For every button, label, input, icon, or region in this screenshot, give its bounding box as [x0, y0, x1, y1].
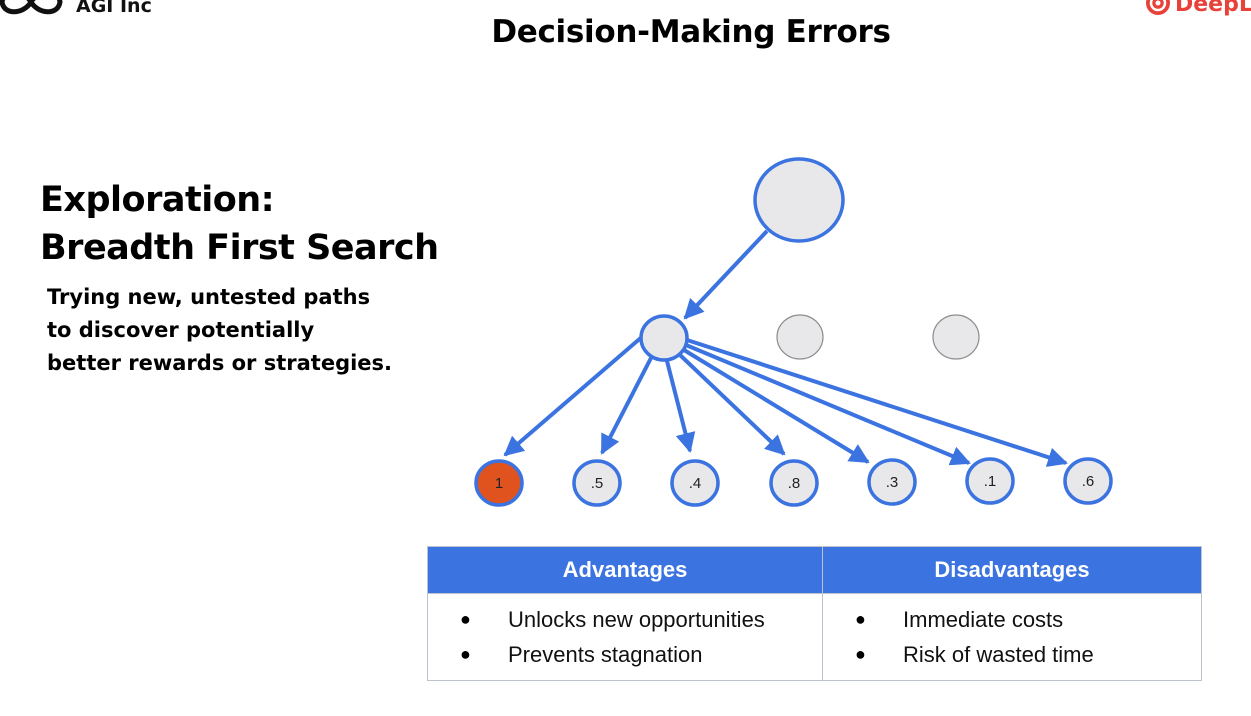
leaf-label-4: .8 — [788, 475, 801, 492]
deeplearning-icon — [1146, 0, 1170, 15]
infinity-icon — [0, 0, 63, 15]
leaf-node-6: .1 — [965, 457, 1015, 505]
list-item: ● Immediate costs — [823, 602, 1201, 637]
bullet-icon: ● — [855, 609, 866, 629]
list-item: ● Risk of wasted time — [823, 637, 1201, 672]
leaf-node-3: .4 — [670, 459, 720, 507]
slide-title: Decision-Making Errors — [491, 14, 891, 50]
agi-inc-wordmark: AGI Inc — [76, 0, 152, 17]
deeplearning-logo: DeepL — [1144, 0, 1251, 17]
description: Trying new, untested paths to discover p… — [47, 281, 392, 380]
advantage-item-1: Unlocks new opportunities — [508, 607, 765, 632]
edge-to-leaf-1 — [503, 334, 645, 457]
edge-to-leaf-7 — [686, 338, 1068, 467]
deeplearning-wordmark: DeepL — [1175, 0, 1251, 17]
heading-line-2: Breadth First Search — [40, 228, 439, 268]
edge-to-leaf-6 — [685, 343, 971, 466]
advantages-header: Advantages — [427, 546, 823, 594]
sibling-node-1 — [776, 314, 824, 360]
leaf-node-1: 1 — [474, 459, 524, 507]
list-item: ● Prevents stagnation — [428, 637, 822, 672]
list-item: ● Unlocks new opportunities — [428, 602, 822, 637]
description-line-2: to discover potentially — [47, 318, 315, 342]
table-header-row: Advantages Disadvantages — [427, 546, 1202, 594]
edge-to-leaf-4 — [678, 353, 786, 456]
leaf-node-5: .3 — [867, 458, 917, 506]
advantages-cell: ● Unlocks new opportunities ● Prevents sta… — [427, 593, 823, 681]
disadvantages-cell: ● Immediate costs ● Risk of wasted time — [822, 593, 1202, 681]
edge-to-leaf-2 — [600, 357, 653, 455]
leaf-node-7: .6 — [1063, 457, 1113, 505]
bullet-icon: ● — [855, 644, 866, 664]
disadvantage-item-2: Risk of wasted time — [903, 642, 1094, 667]
heading-line-1: Exploration: — [40, 180, 275, 220]
agi-inc-logo: AGI Inc — [0, 0, 152, 20]
disadvantages-header: Disadvantages — [822, 546, 1202, 594]
leaf-node-4: .8 — [769, 459, 819, 507]
edge-root-to-node — [683, 229, 769, 320]
leaf-label-7: .6 — [1082, 473, 1095, 490]
leaf-node-2: .5 — [572, 459, 622, 507]
section-heading: Exploration: Breadth First Search — [40, 176, 439, 272]
advantages-disadvantages-table: Advantages Disadvantages ● Unlocks new op… — [427, 546, 1202, 681]
bullet-icon: ● — [460, 644, 471, 664]
disadvantage-item-1: Immediate costs — [903, 607, 1064, 632]
leaf-label-6: .1 — [984, 473, 997, 490]
leaf-label-2: .5 — [591, 475, 604, 492]
edge-to-leaf-3 — [665, 360, 696, 453]
sibling-node-2 — [932, 314, 980, 360]
leaf-label-1: 1 — [495, 475, 503, 492]
leaf-label-5: .3 — [886, 474, 899, 491]
expanded-node — [639, 314, 689, 362]
table-row: ● Unlocks new opportunities ● Prevents sta… — [427, 593, 1202, 681]
leaf-label-3: .4 — [689, 475, 702, 492]
root-node — [753, 157, 845, 243]
bullet-icon: ● — [460, 609, 471, 629]
advantage-item-2: Prevents stagnation — [508, 642, 703, 667]
description-line-3: better rewards or strategies. — [47, 351, 393, 375]
description-line-1: Trying new, untested paths — [47, 285, 371, 309]
edge-to-leaf-5 — [682, 348, 870, 464]
